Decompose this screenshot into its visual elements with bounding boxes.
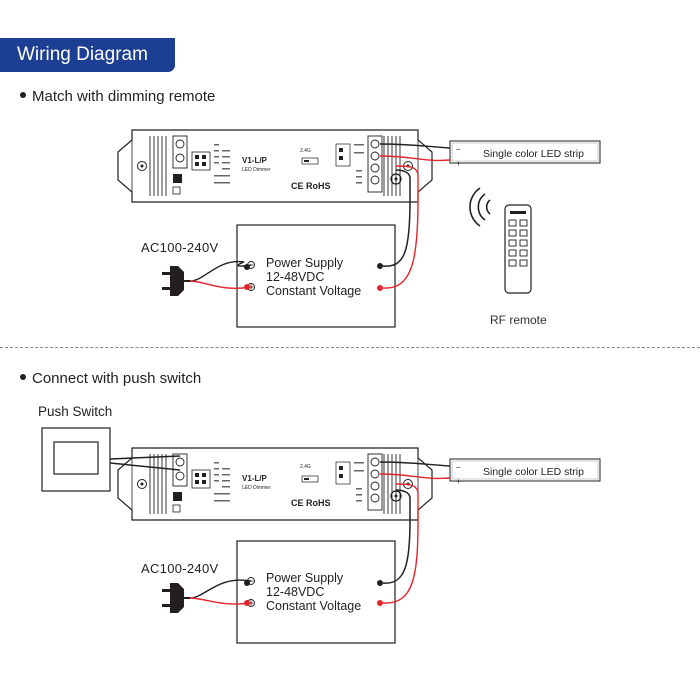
bullet-icon xyxy=(20,374,26,381)
psu-line-2: 12-48VDC xyxy=(266,585,325,599)
dimmer-model-2: V1-L/P xyxy=(242,474,267,483)
ac-voltage-label-1: AC100-240V xyxy=(141,240,219,255)
psu-line-2: 12-48VDC xyxy=(266,270,325,284)
led-strip-label-1: Single color LED strip xyxy=(483,148,584,160)
page-title: Wiring Diagram xyxy=(0,38,175,72)
dimmer-subtitle-1: LED Dimmer xyxy=(242,167,271,173)
plug-icon xyxy=(161,265,191,297)
led-strip-label-2: Single color LED strip xyxy=(483,466,584,478)
section-divider xyxy=(0,347,700,348)
dimmer-controller-2 xyxy=(117,447,433,521)
psu-line-3: Constant Voltage xyxy=(266,284,362,298)
svg-text:+: + xyxy=(456,477,461,486)
dimmer-freq-1: 2.4G xyxy=(300,148,311,154)
rf-remote-label: RF remote xyxy=(490,313,547,327)
dimmer-cert-2: CE RoHS xyxy=(291,498,331,508)
plug-icon xyxy=(161,582,191,614)
svg-text:−: − xyxy=(456,463,461,472)
dimmer-freq-2: 2.4G xyxy=(300,464,311,470)
psu-line-1: Power Supply xyxy=(266,571,344,585)
dimmer-subtitle-2: LED Dimmer xyxy=(242,485,271,491)
push-switch-label: Push Switch xyxy=(38,404,113,419)
psu-line-1: Power Supply xyxy=(266,256,344,270)
wireless-signal-icon xyxy=(469,187,491,227)
ac-voltage-label-2: AC100-240V xyxy=(141,561,219,576)
section-label-push-switch: Connect with push switch xyxy=(20,370,201,387)
push-switch-icon xyxy=(41,427,111,492)
svg-text:−: − xyxy=(456,145,461,154)
section-label-remote: Match with dimming remote xyxy=(20,88,215,105)
svg-text:+: + xyxy=(456,159,461,168)
bullet-icon xyxy=(20,92,26,99)
psu-line-3: Constant Voltage xyxy=(266,599,362,613)
dimmer-controller-1 xyxy=(117,129,433,203)
dimmer-model-1: V1-L/P xyxy=(242,156,267,165)
dimmer-cert-1: CE RoHS xyxy=(291,181,331,191)
remote-icon xyxy=(504,204,532,294)
